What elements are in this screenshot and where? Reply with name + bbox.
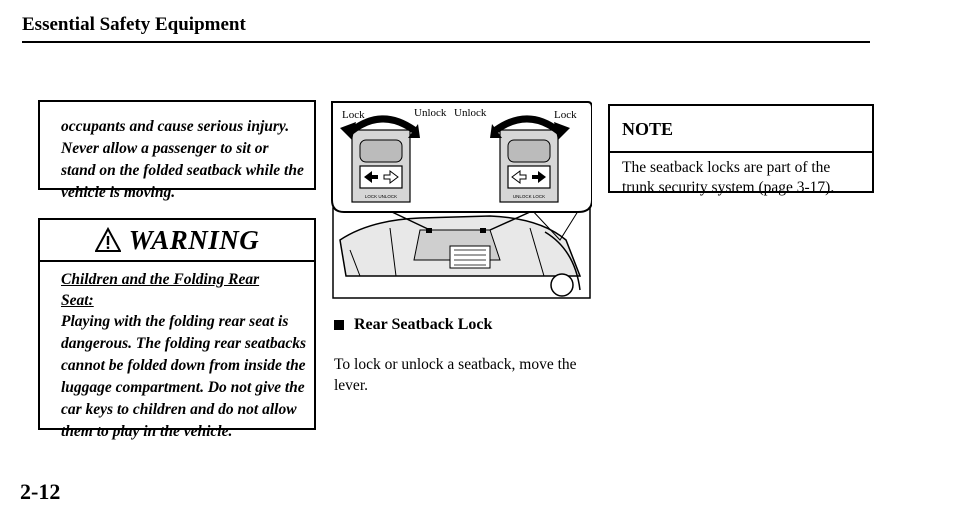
right-switch-tiny-label: UNLOCK LOCK	[513, 194, 545, 199]
page-number: 2-12	[20, 479, 61, 504]
header-divider	[22, 41, 870, 43]
warning-box: WARNING Children and the Folding Rear Se…	[38, 218, 316, 440]
warning-title: WARNING	[128, 224, 260, 255]
left-lock-switch: LOCK UNLOCK	[340, 115, 420, 203]
right-lock-switch: UNLOCK LOCK	[490, 115, 570, 203]
seatback-lock-illustration: LOCK UNLOCK UNLOCK LOCK Lock Unlock Unlo…	[331, 101, 592, 299]
continued-warning-box: occupants and cause serious injury. Neve…	[38, 100, 316, 201]
figure-caption: Rear Seatback Lock	[334, 316, 492, 334]
note-text: The seatback locks are part of the trunk…	[622, 159, 835, 196]
label-unlock-left: Unlock	[414, 107, 447, 119]
caption-bullet-icon	[334, 320, 344, 330]
left-switch-tiny-label: LOCK UNLOCK	[365, 194, 397, 199]
warning-header: WARNING	[40, 220, 314, 262]
label-lock-left: Lock	[342, 109, 365, 121]
warning-triangle-icon	[94, 227, 121, 252]
note-box: NOTE The seatback locks are part of the …	[608, 104, 874, 196]
label-lock-right: Lock	[554, 109, 577, 121]
warning-text: Playing with the folding rear seat is da…	[61, 313, 306, 440]
label-unlock-right: Unlock	[454, 107, 487, 119]
section-body-text: To lock or unlock a seatback, move the l…	[334, 356, 577, 394]
warning-subtitle: Children and the Folding Rear Seat:	[61, 271, 260, 309]
continued-warning-text: occupants and cause serious injury. Neve…	[61, 118, 304, 201]
page-header-title: Essential Safety Equipment	[22, 14, 246, 35]
warning-body: Children and the Folding Rear Seat: Play…	[40, 262, 314, 443]
note-title: NOTE	[610, 106, 872, 153]
caption-text: Rear Seatback Lock	[354, 316, 493, 333]
